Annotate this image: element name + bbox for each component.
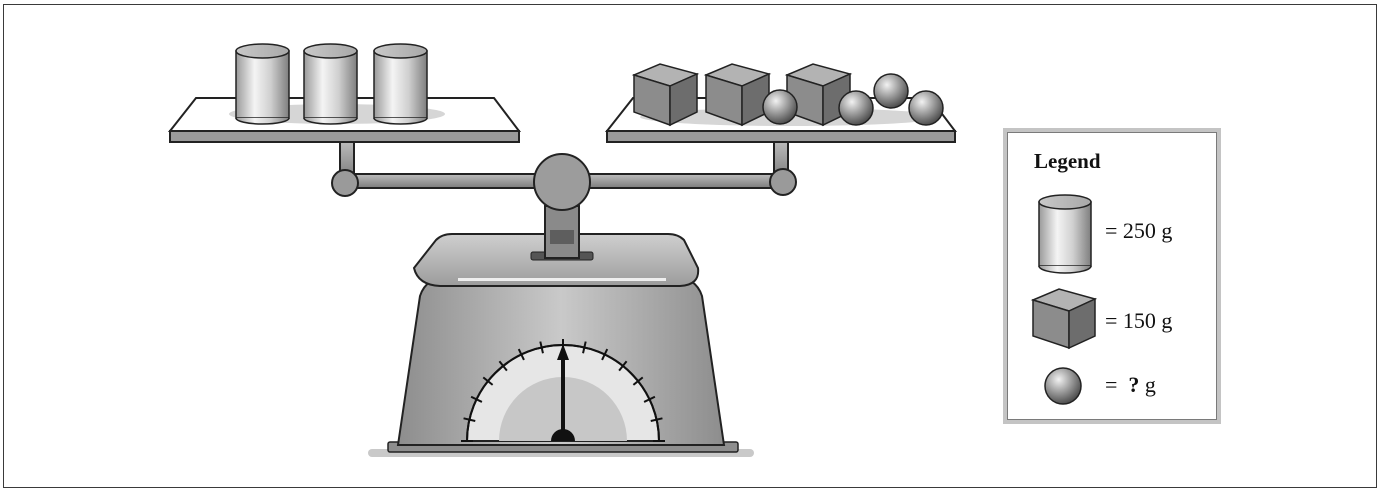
sphere-weight [838,90,874,126]
dial-tick [601,348,609,361]
figure-frame [3,4,1377,488]
legend-value-cylinder: = 250 g [1105,218,1173,243]
dial-tick [539,341,544,354]
dial-tick [517,348,525,361]
sphere-icon [1044,367,1082,405]
legend-value-cube: = 150 g [1105,308,1173,333]
dial-tick [618,360,628,372]
cylinder-icon [1038,194,1092,274]
dial-tick [470,395,483,403]
cube-weight [631,63,700,127]
cube-icon [1030,288,1097,350]
cylinder-weight [373,43,428,125]
legend-row-sphere: = ? g [1007,362,1217,432]
scale-beam [331,139,797,211]
dial-tick [582,341,587,354]
cylinder-weight [303,43,358,125]
sphere-weight [908,90,944,126]
dial-tick [482,376,494,386]
legend-box: Legend = 250 g = 150 g = ? g [1003,128,1221,424]
scale-post [530,205,594,261]
cube-weight [703,63,772,127]
dial-tick [498,360,508,372]
dial-tick [650,417,663,422]
legend-title: Legend [1034,149,1101,173]
dial-tick [463,417,476,422]
dial-tick [632,376,644,386]
sphere-weight [762,89,798,125]
scale-dial [461,339,665,442]
cylinder-weight [235,43,290,125]
legend-value-sphere: = ? g [1105,372,1156,397]
legend-inner-border [1007,132,1217,420]
dial-tick [643,395,656,403]
legend-row-cube: = 150 g [1007,284,1217,354]
legend-row-cylinder: = 250 g [1007,190,1217,274]
sphere-weight [873,73,909,109]
